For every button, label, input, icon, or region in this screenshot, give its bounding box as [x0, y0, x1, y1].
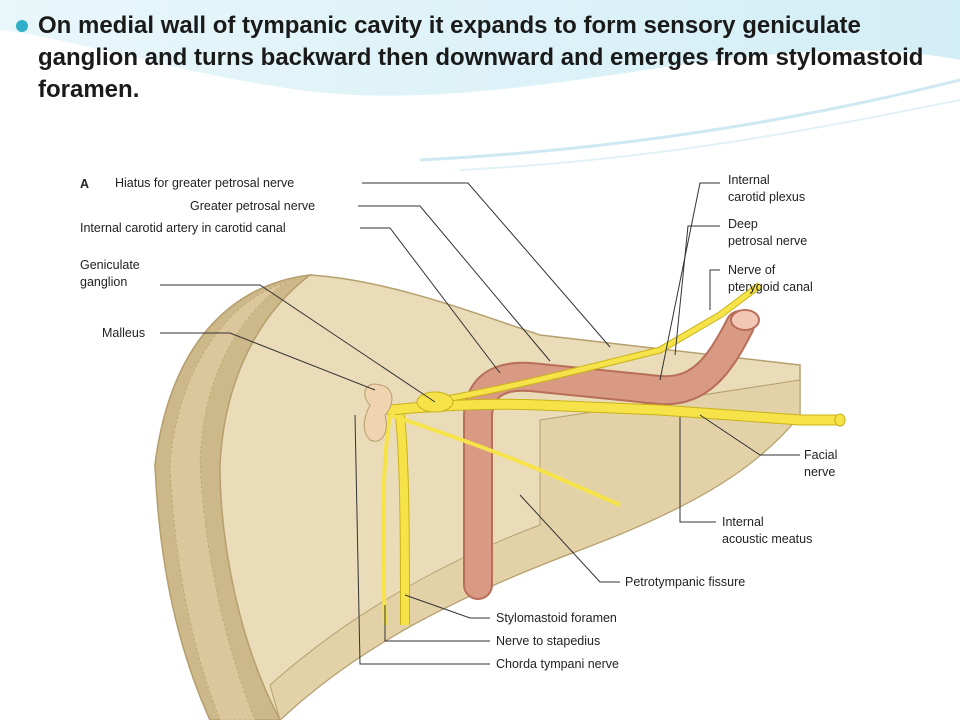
bullet-item: On medial wall of tympanic cavity it exp… — [16, 10, 946, 106]
bullet-dot-icon — [16, 20, 28, 32]
bullet-text: On medial wall of tympanic cavity it exp… — [38, 12, 924, 103]
label-chorda-tympani: Chorda tympani nerve — [496, 657, 619, 671]
label-facial-line2: nerve — [804, 465, 835, 479]
facial-nerve-end — [834, 413, 846, 427]
chorda-tympani-nerve — [389, 413, 621, 507]
label-nerve-to-stapedius: Nerve to stapedius — [496, 634, 600, 648]
artery-cut-end — [730, 309, 760, 331]
label-malleus: Malleus — [102, 326, 145, 340]
label-deep-petrosal-line1: Deep — [728, 217, 758, 231]
label-meatus-line2: acoustic meatus — [722, 532, 812, 546]
bone-spongy-band — [169, 282, 286, 720]
label-pterygoid-line2: pterygoid canal — [728, 280, 813, 294]
label-deep-petrosal-line2: petrosal nerve — [728, 234, 807, 248]
label-geniculate-line2: ganglion — [80, 275, 127, 289]
leader-lines — [160, 182, 800, 665]
panel-letter: A — [80, 177, 89, 191]
label-ica-carotid-canal: Internal carotid artery in carotid canal — [80, 221, 286, 235]
bone-lower-face — [269, 379, 801, 720]
label-pterygoid-line1: Nerve of — [728, 263, 776, 277]
label-geniculate-line1: Geniculate — [80, 258, 140, 272]
label-petrotympanic-fissure: Petrotympanic fissure — [625, 575, 745, 589]
facial-nerve-diagram: A Hiatus for greater petrosal nerve Grea… — [80, 173, 846, 720]
label-meatus-line1: Internal — [722, 515, 764, 529]
label-stylomastoid-foramen: Stylomastoid foramen — [496, 611, 617, 625]
nerve-to-stapedius — [381, 414, 392, 626]
label-greater-petrosal-nerve: Greater petrosal nerve — [190, 199, 315, 213]
label-hiatus-greater-petrosal: Hiatus for greater petrosal nerve — [115, 176, 294, 190]
label-carotid-plexus-line2: carotid plexus — [728, 190, 805, 204]
label-carotid-plexus-line1: Internal — [728, 173, 770, 187]
internal-carotid-artery-fill — [465, 312, 753, 598]
label-facial-line1: Facial — [804, 448, 837, 462]
malleus-shape — [363, 383, 393, 442]
